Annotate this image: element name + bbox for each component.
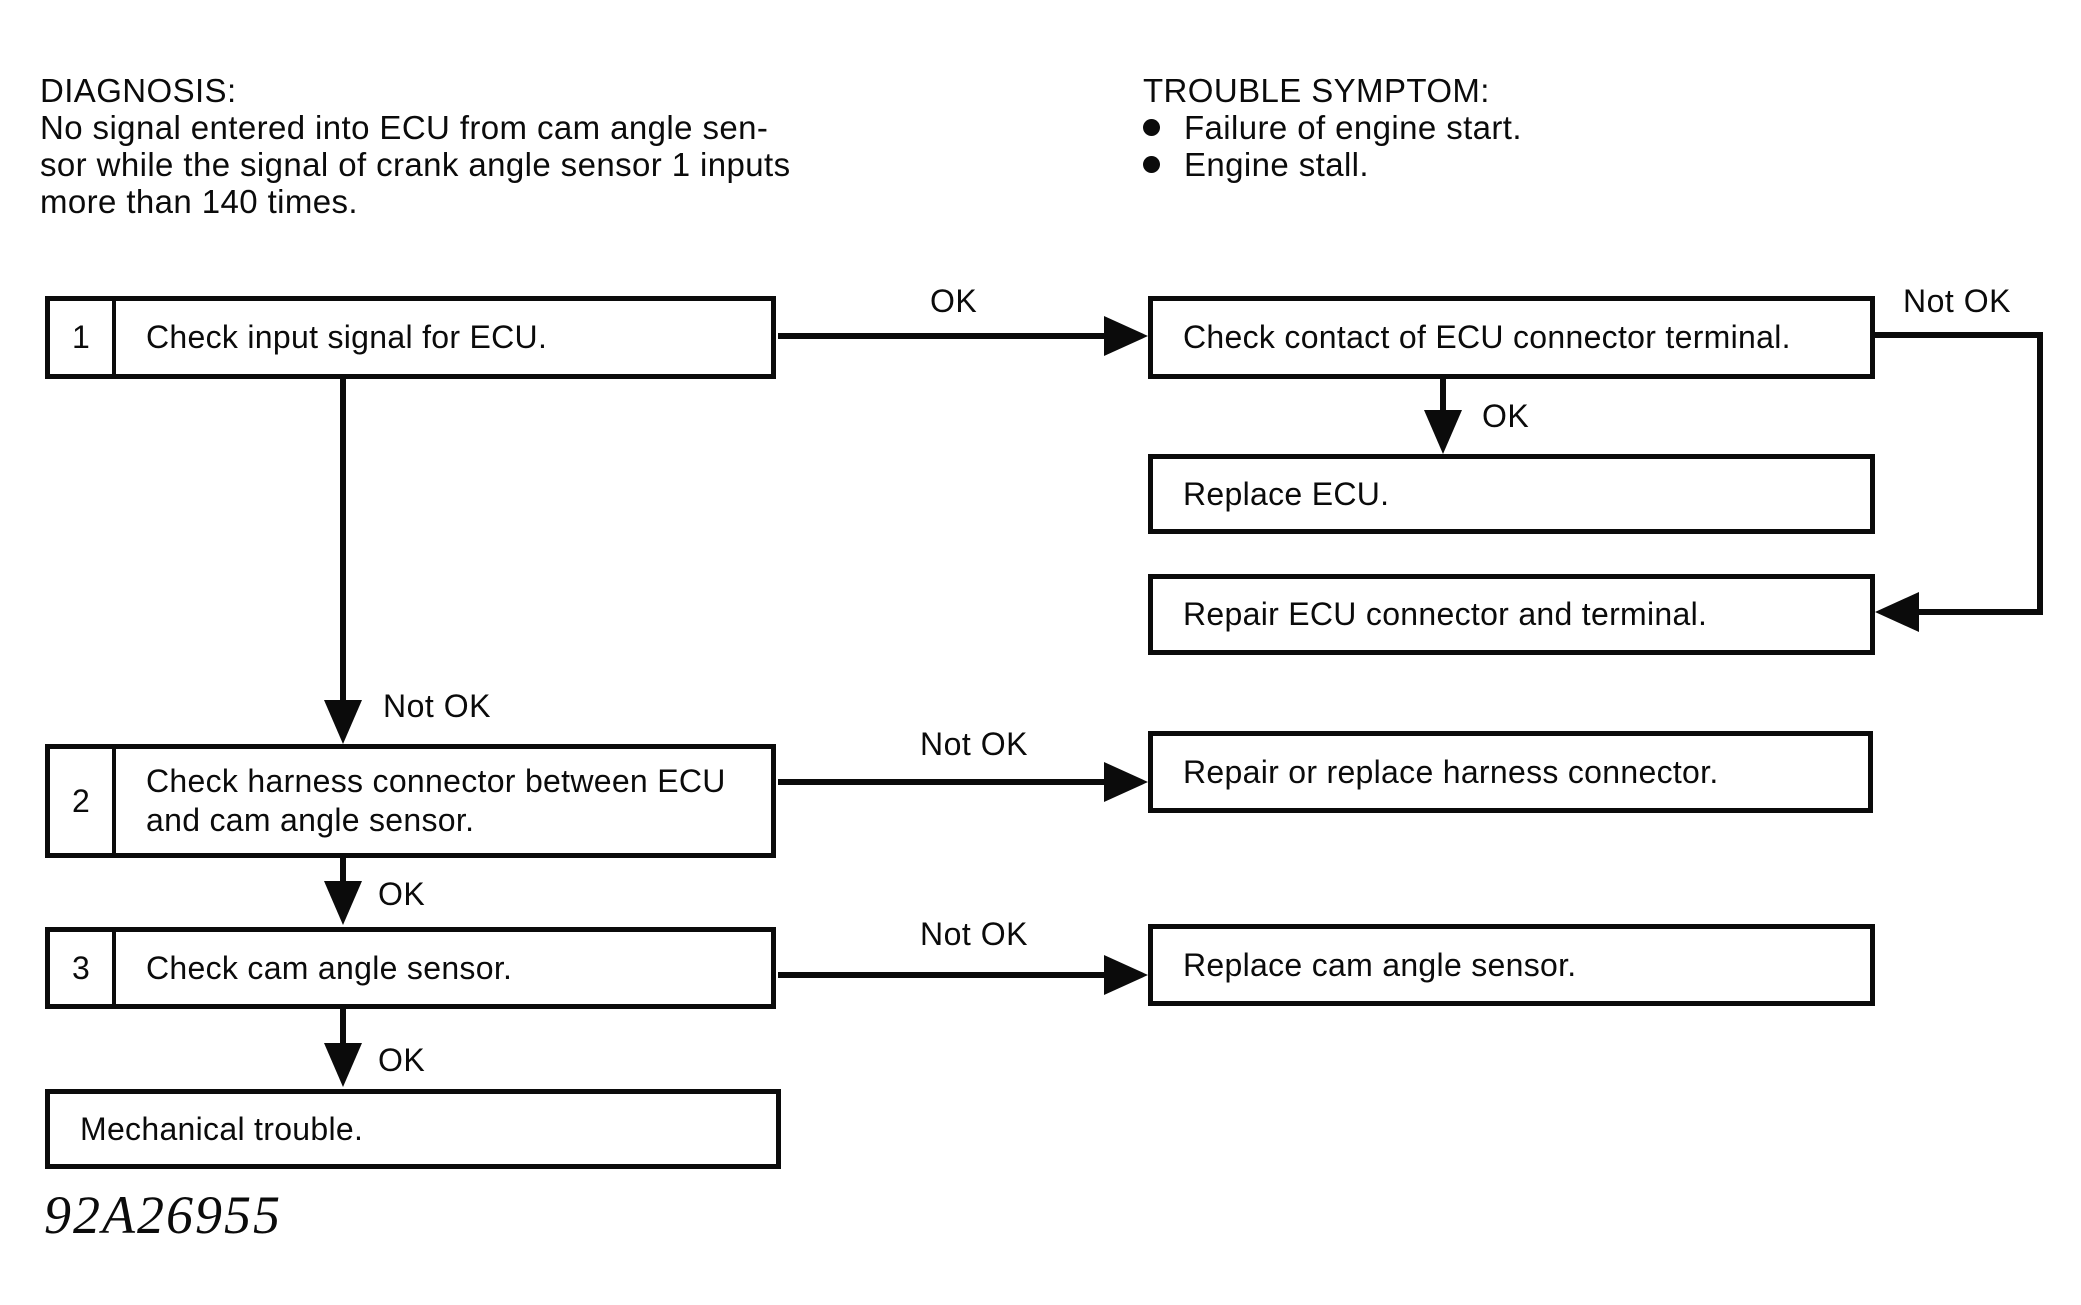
arrowhead-down-icon bbox=[324, 1043, 362, 1087]
connector-step2-notok-line bbox=[778, 779, 1106, 785]
figure-code: 92A26955 bbox=[44, 1185, 282, 1245]
step-2-number: 2 bbox=[50, 749, 116, 853]
not-ok-label: Not OK bbox=[383, 688, 491, 724]
result-replace-ecu-label: Replace ECU. bbox=[1183, 475, 1390, 512]
step-2-box: 2 Check harness connector between ECU an… bbox=[45, 744, 776, 858]
not-ok-label: Not OK bbox=[920, 726, 1028, 762]
arrowhead-down-icon bbox=[324, 700, 362, 744]
final-mechanical-trouble-label: Mechanical trouble. bbox=[80, 1110, 364, 1147]
connector-notok-bottom-line bbox=[1919, 609, 2043, 615]
diagnosis-heading: DIAGNOSIS: bbox=[40, 72, 237, 109]
trouble-symptom-text: Engine stall. bbox=[1184, 146, 1369, 183]
diagnosis-line: sor while the signal of crank angle sens… bbox=[40, 146, 791, 183]
diagnosis-block: DIAGNOSIS: No signal entered into ECU fr… bbox=[40, 72, 790, 220]
trouble-symptom-text: Failure of engine start. bbox=[1184, 109, 1522, 146]
arrowhead-right-icon bbox=[1104, 762, 1148, 802]
connector-step1-ok-line bbox=[778, 333, 1106, 339]
result-repair-connector-label: Repair ECU connector and terminal. bbox=[1183, 596, 1708, 632]
final-mechanical-trouble-box: Mechanical trouble. bbox=[45, 1089, 781, 1169]
connector-notok-vertical-line bbox=[2037, 332, 2043, 615]
arrowhead-left-icon bbox=[1875, 592, 1919, 632]
bullet-icon bbox=[1143, 156, 1160, 173]
step-3-box: 3 Check cam angle sensor. bbox=[45, 927, 776, 1009]
connector-step1-notok-line bbox=[340, 379, 346, 702]
not-ok-label: Not OK bbox=[920, 916, 1028, 952]
result-check-contact-label: Check contact of ECU connector terminal. bbox=[1183, 319, 1791, 355]
bullet-icon bbox=[1143, 119, 1160, 136]
connector-step3-notok-line bbox=[778, 972, 1106, 978]
step-2-label: Check harness connector between ECU and … bbox=[116, 762, 726, 840]
arrowhead-right-icon bbox=[1104, 316, 1148, 356]
ok-label: OK bbox=[378, 876, 426, 912]
result-replace-ecu-box: Replace ECU. bbox=[1148, 454, 1875, 534]
connector-contact-ok-line bbox=[1440, 379, 1446, 412]
step-3-label: Check cam angle sensor. bbox=[146, 949, 513, 986]
ok-label: OK bbox=[930, 283, 978, 319]
trouble-symptom-block: TROUBLE SYMPTOM: Failure of engine start… bbox=[1143, 72, 1522, 183]
arrowhead-down-icon bbox=[324, 881, 362, 925]
step-1-label: Check input signal for ECU. bbox=[146, 319, 548, 355]
connector-step3-ok-line bbox=[340, 1009, 346, 1045]
step-3-number: 3 bbox=[50, 932, 116, 1004]
result-replace-sensor-box: Replace cam angle sensor. bbox=[1148, 924, 1875, 1006]
step-1-box: 1 Check input signal for ECU. bbox=[45, 296, 776, 379]
result-repair-connector-box: Repair ECU connector and terminal. bbox=[1148, 574, 1875, 655]
step-1-number: 1 bbox=[50, 301, 116, 374]
diagnosis-line: No signal entered into ECU from cam angl… bbox=[40, 109, 769, 146]
arrowhead-right-icon bbox=[1104, 955, 1148, 995]
not-ok-label: Not OK bbox=[1903, 283, 2011, 319]
step-2-label-line2: and cam angle sensor. bbox=[146, 802, 475, 838]
result-repair-harness-box: Repair or replace harness connector. bbox=[1148, 731, 1873, 813]
ok-label: OK bbox=[1482, 398, 1530, 434]
trouble-symptom-item: Failure of engine start. bbox=[1143, 109, 1522, 146]
diagnosis-line: more than 140 times. bbox=[40, 183, 358, 220]
result-check-contact-box: Check contact of ECU connector terminal. bbox=[1148, 296, 1875, 379]
arrowhead-down-icon bbox=[1424, 410, 1462, 454]
connector-step2-ok-line bbox=[340, 858, 346, 883]
result-replace-sensor-label: Replace cam angle sensor. bbox=[1183, 946, 1577, 983]
step-2-label-line1: Check harness connector between ECU bbox=[146, 763, 726, 799]
ok-label: OK bbox=[378, 1042, 426, 1078]
result-repair-harness-label: Repair or replace harness connector. bbox=[1183, 753, 1719, 790]
connector-notok-top-line bbox=[1875, 332, 2043, 338]
trouble-symptom-heading: TROUBLE SYMPTOM: bbox=[1143, 72, 1490, 109]
trouble-symptom-item: Engine stall. bbox=[1143, 146, 1522, 183]
